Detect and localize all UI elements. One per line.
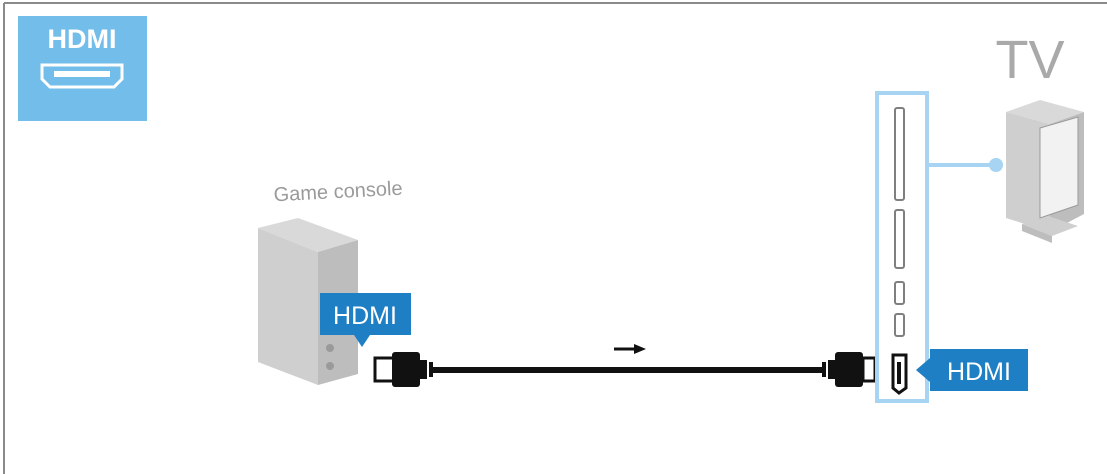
usb-port-icon (894, 281, 905, 305)
game-console-label: Game console (273, 178, 403, 207)
tv-label: TV (995, 30, 1064, 90)
console-led-icon (326, 344, 334, 352)
usb-port-icon (894, 313, 905, 337)
tv-hdmi-tag: HDMI (916, 349, 1028, 391)
panel-to-tv-link (927, 143, 1010, 192)
right-hdmi-plug (822, 352, 877, 387)
panel-slot (894, 107, 905, 201)
hdmi-badge: HDMI (18, 16, 147, 121)
console-led-icon (326, 362, 334, 370)
hdmi-badge-label: HDMI (48, 24, 117, 54)
console-hdmi-tag: HDMI (320, 293, 411, 347)
left-hdmi-plug (373, 352, 433, 387)
console-hdmi-tag-label: HDMI (333, 302, 397, 330)
panel-slot (894, 209, 905, 269)
diagram-frame (3, 2, 1107, 474)
arrow-right-icon (614, 344, 646, 354)
hdmi-connector-icon (40, 63, 124, 89)
tv-side-panel (875, 91, 929, 403)
tv-device (1006, 100, 1084, 243)
tv-hdmi-tag-label: HDMI (947, 358, 1011, 386)
hdmi-badge-background (18, 16, 147, 121)
